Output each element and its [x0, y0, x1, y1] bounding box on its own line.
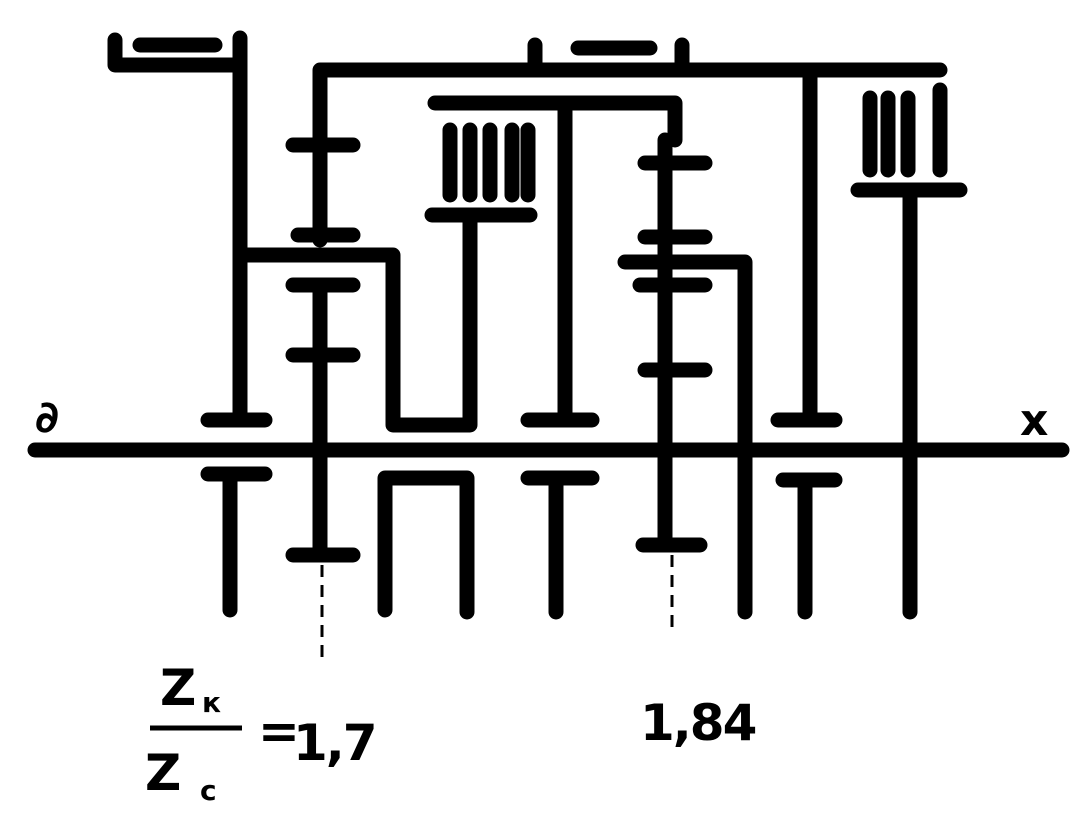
output-shaft-label: x: [1020, 395, 1048, 446]
ratio-denominator-sub: с: [200, 774, 217, 807]
lower-u-element: [377, 470, 475, 620]
hook-connector-2: [617, 254, 753, 620]
top-left-hook: [107, 30, 248, 73]
ratio-equals: =: [258, 702, 298, 760]
top-frame: [312, 62, 948, 248]
ratio-numerator-sub: к: [202, 686, 221, 719]
ratio-numerator: Z: [160, 659, 196, 717]
ratio-denominator: Z: [145, 744, 181, 802]
input-shaft-label: ∂: [35, 392, 59, 443]
inner-frame: [427, 95, 683, 148]
ratio-value-1: 1,7: [293, 714, 376, 772]
ratio-value-2: 1,84: [640, 694, 756, 752]
loop-connector-1: [232, 212, 478, 433]
